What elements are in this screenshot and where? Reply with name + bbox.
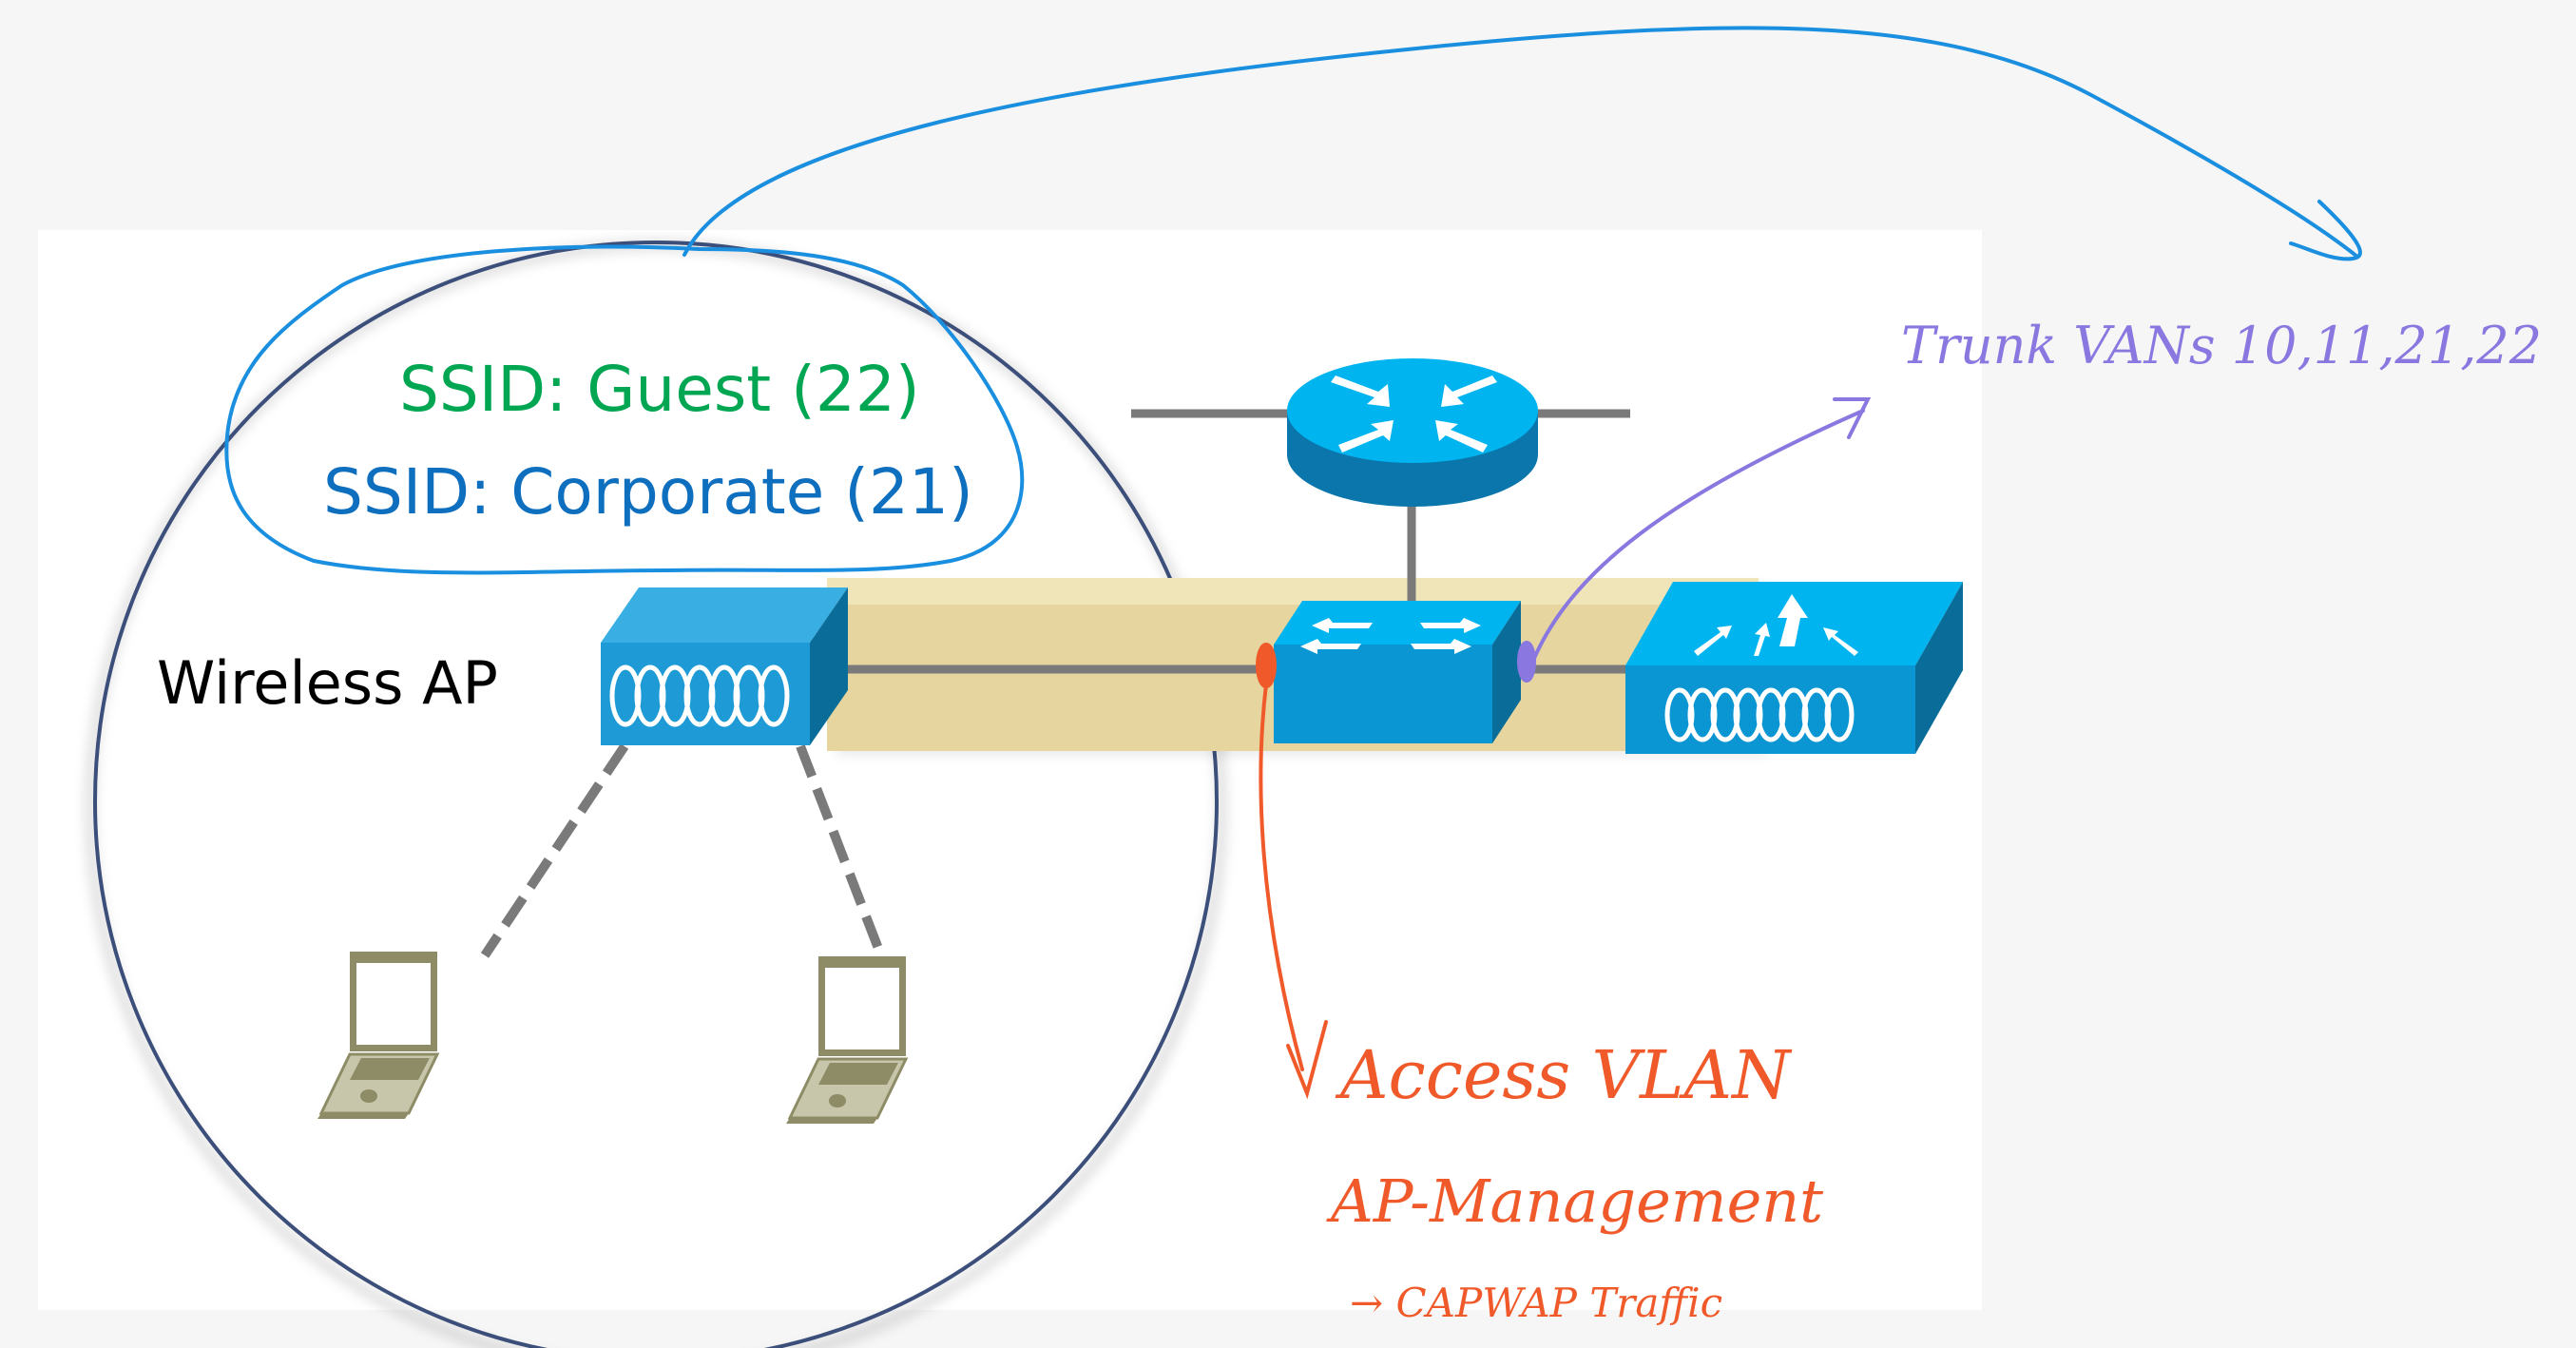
ap-management-annotation: AP-Management — [1326, 1166, 1823, 1236]
capwap-traffic-annotation: → CAPWAP Traffic — [1350, 1280, 1722, 1326]
ssid-guest-label: SSID: Guest (22) — [399, 353, 920, 426]
wlc-waves-icon — [1664, 687, 1855, 742]
wlc-arrows-icon — [1694, 594, 1858, 656]
ssid-highlight-annotation — [224, 26, 2362, 575]
ssid-corporate-label: SSID: Corporate (21) — [323, 455, 973, 529]
arrow-to-trunk-annotation — [682, 26, 2359, 259]
slide-background — [38, 230, 1982, 1310]
arrowhead-icon — [2289, 200, 2362, 261]
wlc-icon[interactable] — [1625, 582, 1963, 754]
ap-circle-shadow — [85, 240, 1227, 1348]
wireless-link-laptop-2 — [796, 744, 887, 960]
wireless-ap-label: Wireless AP — [157, 648, 498, 718]
access-vlan-annotation: Access VLAN — [1335, 1036, 1793, 1114]
wireless-ap-icon[interactable] — [601, 587, 848, 745]
trunk-vlans-annotation: Trunk VANs 10,11,21,22 — [1901, 316, 2542, 376]
wireless-link-laptop-1 — [480, 743, 629, 958]
laptop-icon[interactable] — [317, 952, 440, 1119]
switch-arrows-icon — [1300, 618, 1481, 654]
access-vlan-pointer — [1256, 643, 1328, 1100]
wireless-links — [480, 743, 887, 960]
router-icon[interactable] — [1287, 358, 1538, 507]
antenna-waves-icon — [609, 664, 790, 727]
router-arrows-icon — [1331, 376, 1497, 453]
switch-icon[interactable] — [1274, 601, 1521, 743]
laptop-icon[interactable] — [786, 956, 909, 1124]
ap-coverage-circle — [93, 241, 1219, 1348]
trunk-pointer — [1517, 397, 1872, 683]
